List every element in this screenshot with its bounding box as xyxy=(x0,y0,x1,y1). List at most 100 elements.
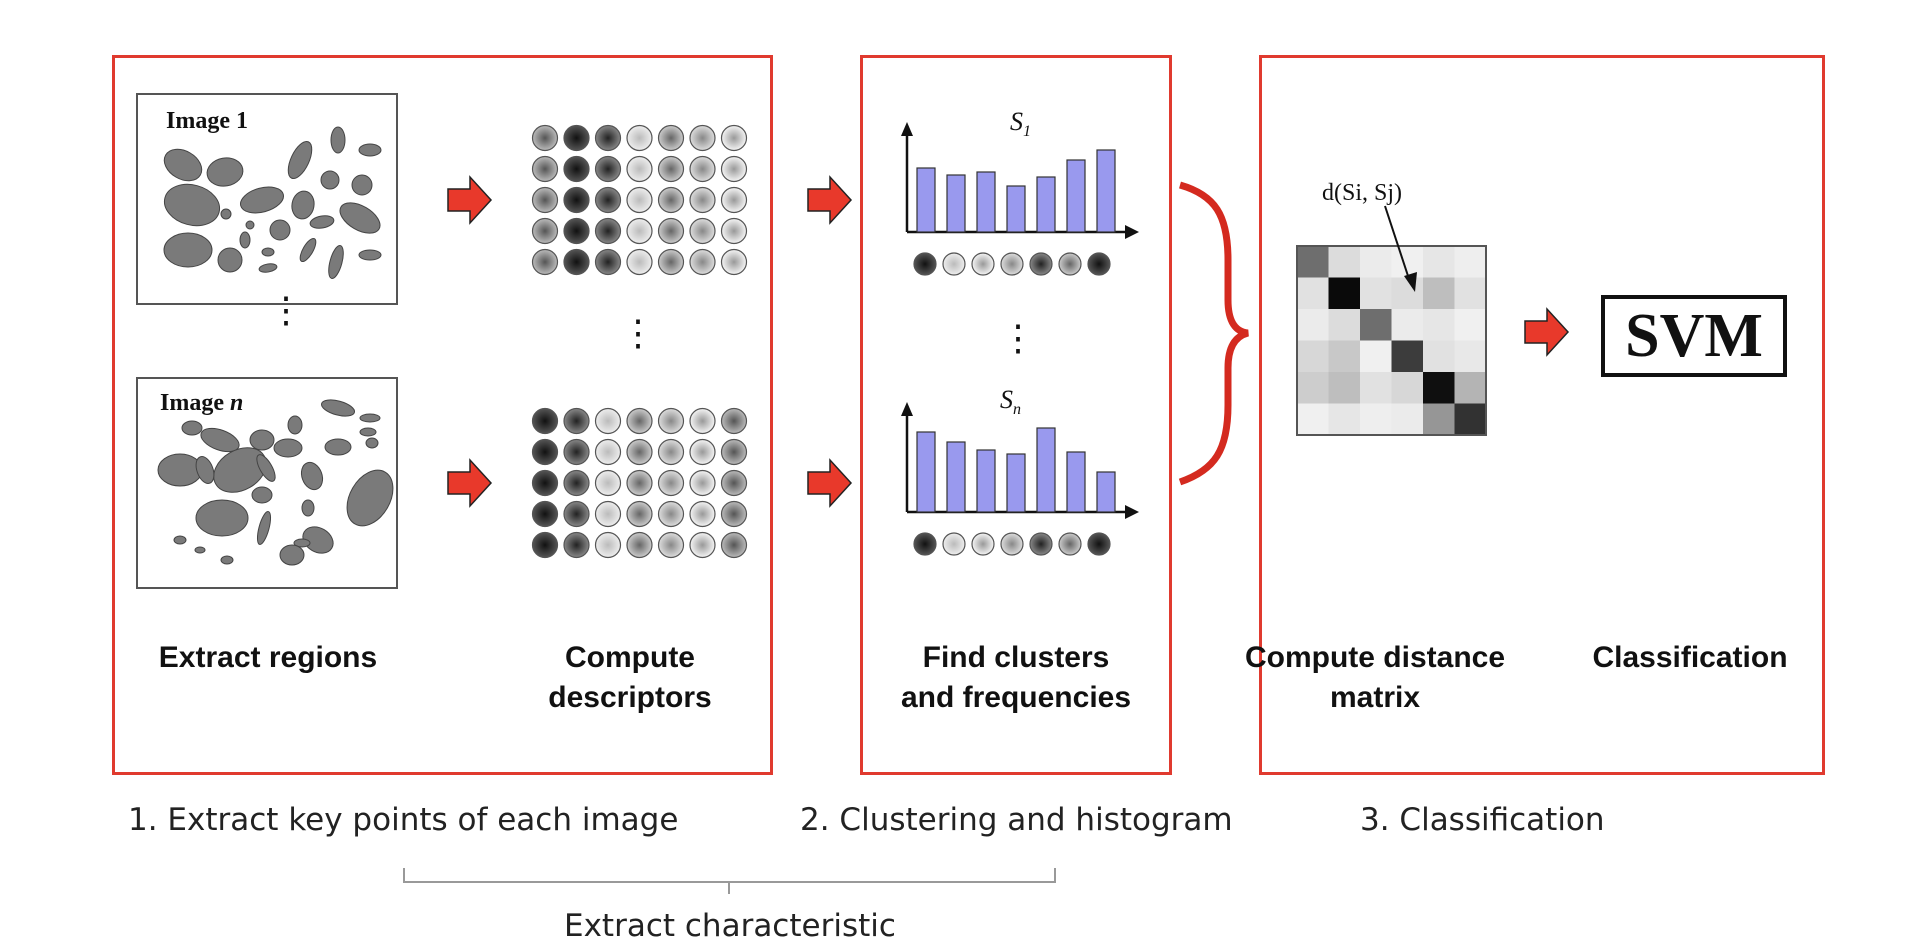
y-axis-arrowhead xyxy=(901,122,913,136)
descriptor-circle xyxy=(689,531,716,559)
image-n-title: Image n xyxy=(160,390,243,416)
region-blob xyxy=(195,456,215,484)
region-blob xyxy=(300,461,324,491)
descriptor-circle xyxy=(563,500,590,528)
cluster-circle xyxy=(1058,252,1082,276)
histogram-bar xyxy=(1006,185,1026,233)
matrix-cell xyxy=(1360,372,1392,404)
region-blob xyxy=(301,499,315,517)
descriptor-circle xyxy=(689,407,716,435)
histogram-bar xyxy=(1096,471,1116,513)
cluster-circle xyxy=(1029,252,1053,276)
region-blob xyxy=(269,219,291,241)
descriptor-circle xyxy=(626,124,653,152)
descriptor-circle xyxy=(594,248,622,276)
region-blob xyxy=(163,232,213,268)
descriptor-circle xyxy=(563,531,590,559)
matrix-cell xyxy=(1454,340,1486,372)
descriptor-circle xyxy=(594,500,622,528)
descriptor-circle xyxy=(720,438,748,466)
region-blob xyxy=(279,544,305,566)
distance-matrix xyxy=(1296,245,1487,436)
region-blob xyxy=(256,454,276,482)
region-blob xyxy=(261,247,275,257)
svm-box: SVM xyxy=(1601,295,1787,377)
image-1-title: Image 1 xyxy=(166,108,248,134)
histogram-bar xyxy=(976,171,996,233)
matrix-cell xyxy=(1360,246,1392,278)
image-n-panel: Image n xyxy=(136,377,398,589)
flow-arrow xyxy=(447,175,493,225)
matrix-cell xyxy=(1454,277,1486,309)
region-blob xyxy=(220,555,234,565)
label-find-clusters: Find clusters and frequencies xyxy=(900,641,1132,714)
descriptor-circle xyxy=(720,124,748,152)
region-blob xyxy=(245,220,255,230)
matrix-cell xyxy=(1423,309,1455,341)
region-blob xyxy=(320,399,356,417)
descriptor-circle xyxy=(689,500,716,528)
descriptor-circle xyxy=(657,500,685,528)
descriptor-circle xyxy=(626,531,653,559)
region-blob xyxy=(163,148,203,182)
matrix-cell xyxy=(1423,372,1455,404)
histogram-bar xyxy=(946,441,966,513)
histogram-1-label: S1 xyxy=(1010,107,1031,140)
descriptor-circle xyxy=(720,155,748,183)
descriptor-circle xyxy=(657,469,685,497)
descriptor-circle xyxy=(657,155,685,183)
descriptor-circle xyxy=(594,438,622,466)
cluster-circle xyxy=(913,252,937,276)
histogram-n: Sn xyxy=(901,385,1139,556)
descriptor-circle xyxy=(626,248,653,276)
matrix-cell xyxy=(1391,372,1423,404)
vertical-ellipsis-2: ⋮ xyxy=(620,312,656,353)
region-blob xyxy=(258,263,278,273)
cluster-circle xyxy=(1058,532,1082,556)
matrix-cell xyxy=(1423,403,1455,435)
x-axis-arrowhead xyxy=(1125,505,1139,519)
matrix-cell xyxy=(1328,372,1360,404)
matrix-cell xyxy=(1454,246,1486,278)
descriptor-circle xyxy=(689,124,716,152)
matrix-cell xyxy=(1454,403,1486,435)
x-axis-arrowhead xyxy=(1125,225,1139,239)
y-axis-arrowhead xyxy=(901,402,913,416)
flow-arrows xyxy=(447,175,1570,508)
histogram-bar xyxy=(1096,149,1116,233)
histogram-bar xyxy=(1036,427,1056,513)
vertical-ellipsis-3: ⋮ xyxy=(1000,317,1036,358)
cluster-circle xyxy=(1000,252,1024,276)
label-compute-distance: Compute distance matrix xyxy=(1244,641,1506,714)
matrix-cell xyxy=(1423,277,1455,309)
region-blob xyxy=(365,437,379,449)
matrix-cell xyxy=(1328,246,1360,278)
histogram-bar xyxy=(1036,176,1056,233)
descriptor-circle xyxy=(626,155,653,183)
descriptor-circle xyxy=(563,438,590,466)
matrix-cell xyxy=(1297,246,1329,278)
cluster-circle xyxy=(1000,532,1024,556)
phase1-caption: 1. Extract key points of each image xyxy=(128,802,679,838)
cluster-circle xyxy=(1029,532,1053,556)
cluster-circle xyxy=(1087,252,1111,276)
label-classification: Classification xyxy=(1592,641,1788,674)
phase2-frame xyxy=(860,55,1172,775)
descriptor-circle xyxy=(626,186,653,214)
matrix-cell xyxy=(1360,309,1392,341)
descriptor-circle xyxy=(563,217,590,245)
region-blob xyxy=(220,208,232,220)
phase3-caption: 3. Classification xyxy=(1360,802,1605,838)
cluster-circle xyxy=(942,252,966,276)
region-blob xyxy=(359,427,377,437)
pointer-arrowhead xyxy=(1404,272,1417,292)
matrix-cell xyxy=(1360,277,1392,309)
descriptor-circle xyxy=(531,155,559,183)
region-blob xyxy=(163,183,221,227)
matrix-cell xyxy=(1328,277,1360,309)
flow-arrow xyxy=(1524,307,1570,357)
region-blob xyxy=(217,247,243,273)
cluster-circle xyxy=(971,532,995,556)
region-blob xyxy=(324,438,352,456)
region-blob xyxy=(320,170,340,190)
